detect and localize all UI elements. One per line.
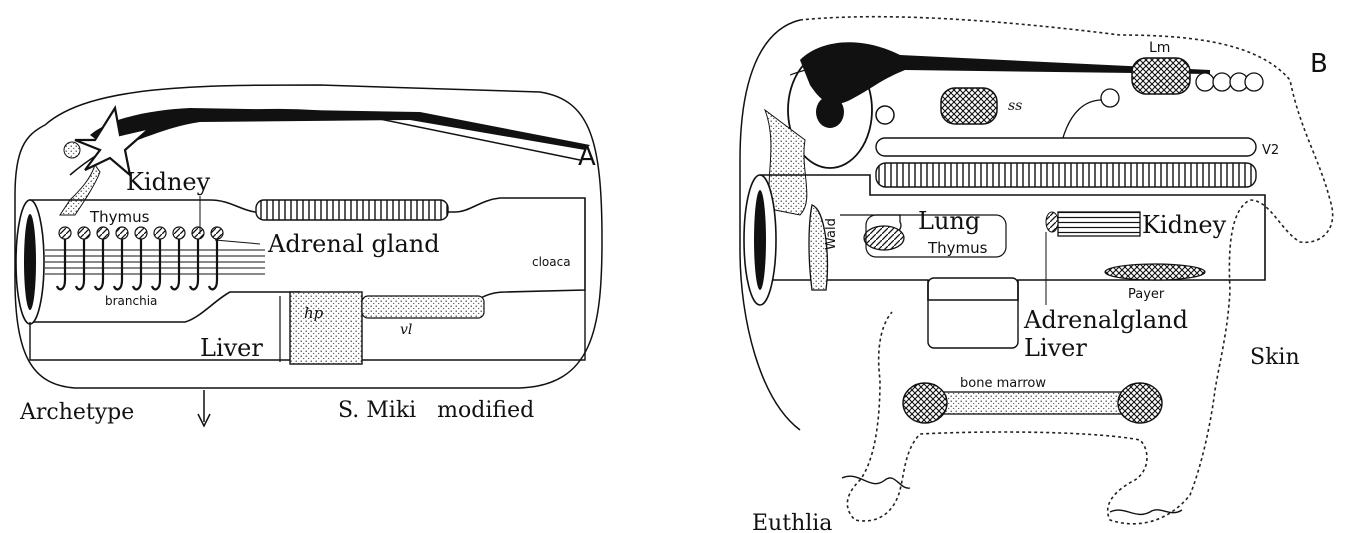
kidney-label-b: Kidney	[1142, 211, 1227, 239]
payer-label: Payer	[1128, 287, 1165, 302]
panel-a-letter: A	[578, 142, 596, 172]
gill-arch	[209, 239, 217, 289]
thymus-bulb	[59, 227, 71, 239]
gill-arch	[57, 239, 65, 289]
gill-arch	[95, 239, 103, 289]
thymus-bulb	[173, 227, 185, 239]
lymph-node-bead	[1213, 73, 1231, 91]
lymph-node-bead	[1245, 73, 1263, 91]
thymus-label-b: Thymus	[927, 239, 988, 257]
lymph-node-bead	[1196, 73, 1214, 91]
euthlia-dotted-outline	[800, 17, 1333, 524]
bone-head-left	[903, 383, 947, 423]
skin-label: Skin	[1250, 345, 1300, 370]
wald-label: Wald	[824, 218, 839, 250]
vl-label: vl	[400, 322, 412, 338]
adrenal-label-b: Adrenalgland	[1023, 306, 1188, 334]
payer-patch	[1105, 264, 1205, 280]
gill-arch	[133, 239, 141, 289]
panel-b-letter: B	[1310, 49, 1328, 79]
branchia-lines	[45, 239, 265, 289]
ear-swirl	[876, 106, 894, 124]
thymus-bulbs	[59, 227, 223, 239]
panel-b: B Lm ss V2 Lung Thymus Wald Kidney Payer…	[740, 17, 1333, 533]
eye-b	[816, 96, 844, 128]
thymus-label-a: Thymus	[89, 208, 150, 226]
thymus-bulb	[116, 227, 128, 239]
kidney-band	[256, 200, 448, 220]
ss-organ	[941, 88, 997, 124]
bone-shaft	[938, 392, 1126, 414]
liver-label-b: Liver	[1024, 334, 1087, 362]
credit-label: S. Miki modified	[338, 398, 534, 423]
mouth-lumen-b	[754, 190, 766, 290]
branchia-label: branchia	[105, 294, 157, 308]
lm-stalk	[1062, 100, 1102, 141]
adrenal-leader	[215, 240, 260, 244]
panel-a: A Kidney Thymus Adrenal gland cloaca bra…	[15, 85, 602, 426]
mouth-lumen	[24, 214, 36, 310]
lung-label: Lung	[918, 207, 980, 235]
ss-label: ss	[1008, 98, 1022, 114]
thymus-bulb	[97, 227, 109, 239]
gill-arch	[190, 239, 198, 289]
cloaca-label: cloaca	[532, 255, 571, 269]
euthlia-label: Euthlia	[752, 511, 832, 533]
notochord-band	[876, 163, 1256, 187]
v2-bar	[876, 138, 1256, 156]
lm-organ	[1132, 58, 1190, 94]
gill-arch	[114, 239, 122, 289]
v2-label: V2	[1262, 143, 1279, 158]
gill-arch	[152, 239, 160, 289]
thymus-b	[864, 226, 904, 250]
thymus-bulb	[192, 227, 204, 239]
left-foot	[842, 476, 910, 488]
liver-hp-block	[290, 292, 362, 364]
thymus-bulb	[211, 227, 223, 239]
kidney-b	[1058, 212, 1140, 236]
archetype-label: Archetype	[19, 400, 134, 425]
adrenal-bulb	[1046, 212, 1058, 232]
liver-b	[928, 278, 1018, 348]
right-foot	[1110, 510, 1182, 515]
thymus-bulb	[78, 227, 90, 239]
liver-label-a: Liver	[200, 334, 263, 362]
adrenal-label-a: Adrenal gland	[267, 230, 440, 258]
liver-vl-strip	[362, 296, 484, 318]
eye-dot	[64, 142, 80, 158]
kidney-label-a: Kidney	[126, 168, 211, 196]
lm-label: Lm	[1149, 40, 1170, 56]
lymph-node-bead	[1101, 89, 1119, 107]
bone-head-right	[1118, 383, 1162, 423]
thymus-bulb	[154, 227, 166, 239]
bone-marrow-label: bone marrow	[960, 376, 1046, 391]
spinal-cord-black	[90, 108, 590, 150]
gill-arch	[171, 239, 179, 289]
thymus-bulb	[135, 227, 147, 239]
hp-label: hp	[304, 304, 324, 322]
gill-arch	[76, 239, 84, 289]
